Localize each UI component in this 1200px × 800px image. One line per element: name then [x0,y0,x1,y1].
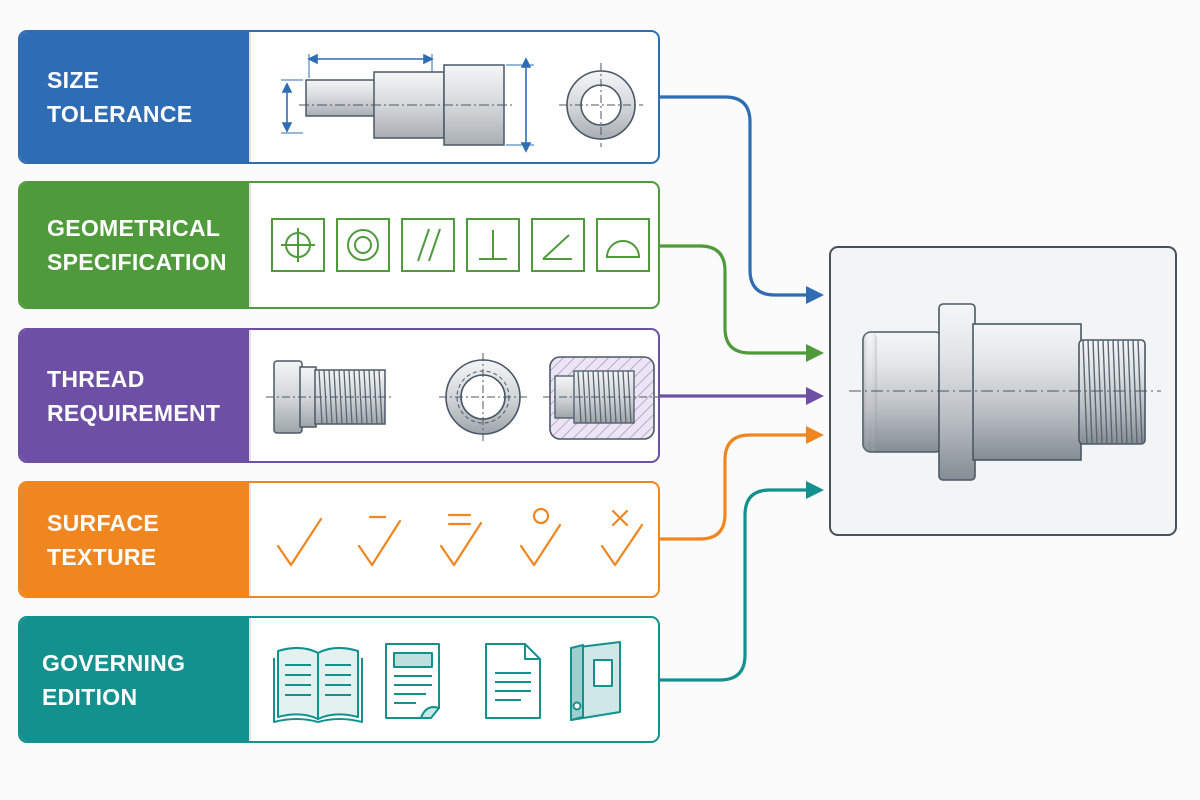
thread-arrowhead [806,387,824,405]
geometrical-specification-panel [249,183,658,307]
surface-crossed-lay-icon [600,509,644,567]
surface-texture-row: SURFACE TEXTURE [18,481,660,598]
thread-ridge [1102,339,1108,445]
threaded-fitting-part [849,303,1161,481]
thread-ridge [373,369,378,425]
thread-label-line-1: THREAD [47,365,145,392]
binder-icon [570,641,621,721]
geometrical-label-line-1: GEOMETRICAL [47,215,221,241]
surface-no-removal-icon [519,507,562,567]
governing-edition-panel [249,618,658,741]
thread-ridge [602,370,607,424]
parallelism-icon [401,218,455,272]
surface-texture-panel [249,483,658,596]
thread-ridge [338,369,343,425]
thread-ridge [1092,339,1098,445]
threaded-nut-end-view-icon [439,353,527,441]
thread-ridge [1097,339,1103,445]
size-tolerance-row: SIZE TOLERANCE [18,30,660,164]
thread-ridge [582,370,587,424]
gdt-symbols [271,218,650,272]
thread-ridge [597,370,602,424]
surface-texture-label-text: SURFACE TEXTURE [47,509,160,570]
thread-requirement-panel [249,330,658,461]
open-book-icon [273,647,363,723]
size-tolerance-connector [658,95,810,297]
thread-ridge [1132,339,1138,445]
surface-texture-connector [658,433,810,541]
thread-requirement-row: THREAD REQUIREMENT [18,328,660,463]
geometrical-label-line-2: SPECIFICATION [47,249,227,275]
governing-edition-row: GOVERNING EDITION [18,616,660,743]
thread-ridge [1082,339,1088,445]
stepped-shaft-icon [299,64,513,146]
page-icon [485,643,541,719]
thread-ridge [1127,339,1133,445]
ring-end-view-icon [559,63,643,147]
thread-ridge [358,369,363,425]
surface-lay-icon [439,513,483,567]
thread-drawings [266,353,658,441]
governing-edition-arrowhead [806,481,824,499]
geometrical-connector [658,244,810,355]
dimension-lines-icon [281,53,534,153]
governing-edition-label: GOVERNING EDITION [20,618,249,741]
thread-ridge [368,369,373,425]
thread-ridge [1137,339,1143,445]
governing-edition-connector [658,488,810,682]
thread-ridge [1107,339,1113,445]
thread-label-line-2: REQUIREMENT [47,399,221,426]
size-tolerance-drawing [281,53,643,153]
thread-requirement-label: THREAD REQUIREMENT [20,330,249,461]
document-icon [385,643,440,719]
geometrical-specification-row: GEOMETRICAL SPECIFICATION [18,181,660,309]
size-tolerance-label: SIZE TOLERANCE [20,32,249,162]
document-icons [273,641,621,723]
thread-ridge [587,370,592,424]
profile-icon [596,218,650,272]
part-body [849,303,1161,481]
size-tolerance-label-text: SIZE TOLERANCE [47,67,193,127]
concentricity-icon [336,218,390,272]
threaded-hole-section-icon [543,356,658,440]
surface-symbols [276,507,644,567]
thread-ridge [1112,339,1118,445]
thread-ridge [1087,339,1093,445]
surface-texture-label: SURFACE TEXTURE [20,483,249,596]
finished-part-panel [829,246,1177,536]
size-tolerance-panel [249,32,658,162]
surface-removal-icon [357,515,402,567]
surface-texture-arrowhead [806,426,824,444]
thread-ridge [343,369,348,425]
size-tolerance-arrowhead [806,286,824,304]
angularity-icon [531,218,585,272]
thread-ridge [1122,339,1128,445]
thread-ridge [353,369,358,425]
thread-ridge [1117,339,1123,445]
threaded-bolt-icon [266,360,393,434]
governing-edition-label-text: GOVERNING EDITION [42,649,186,710]
position-icon [271,218,325,272]
perpendicularity-icon [466,218,520,272]
geometrical-specification-label: GEOMETRICAL SPECIFICATION [20,183,249,307]
geometrical-arrowhead [806,344,824,362]
surface-basic-icon [276,517,323,567]
